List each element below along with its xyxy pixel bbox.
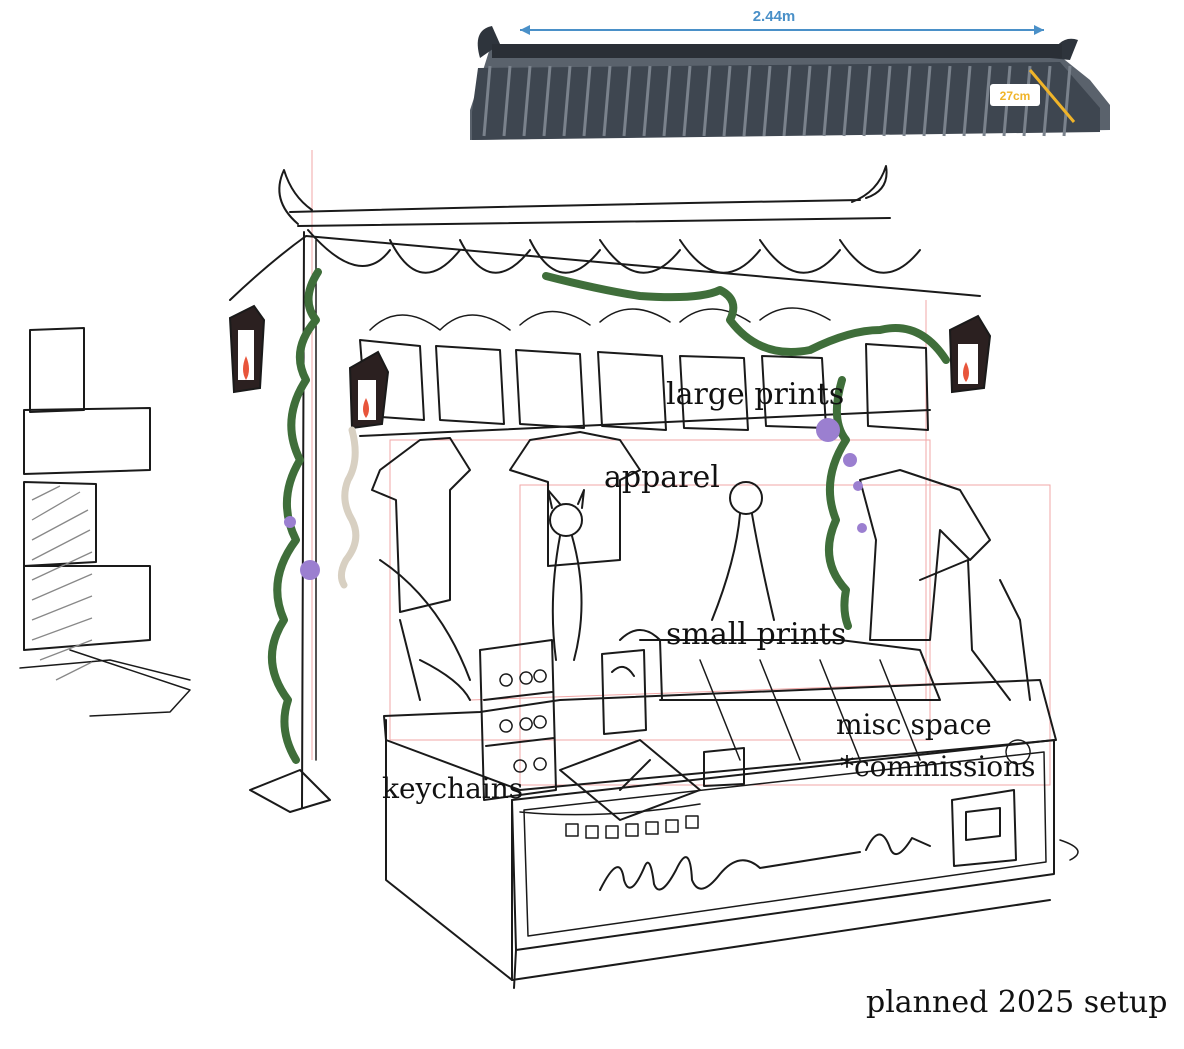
label-large-prints: large prints [666,377,844,412]
roof-tile-photo: 2.44m 27cm [470,8,1110,140]
roof-tile-ridge [742,65,752,137]
roof-right-horn [851,165,888,203]
roof-tile-ridge [862,65,872,137]
neighbor-floor-lines [19,649,191,717]
width-measure-arrow-right [1034,25,1044,35]
right-rack [919,559,1031,701]
left-rack [379,559,471,701]
roof-tile-ridge [982,65,992,137]
roof-tile-ridge [662,65,672,137]
neighbor-shelf-mid [23,407,151,475]
roof-top-edge [289,199,891,227]
print-easel [601,649,647,735]
caption: planned 2025 setup [866,985,1167,1020]
roof-tile-ridge [942,65,952,137]
roof-tile-ridge [642,65,652,137]
width-measure-label: 2.44m [753,8,796,25]
guide-back-panel [389,439,931,741]
label-keychains: keychains [382,772,523,805]
roof-tile-ridge [782,65,792,137]
lantern-left-inner [348,350,390,430]
vine-left [268,268,322,764]
depth-measure-line [1028,69,1076,123]
hanging-chain [337,426,360,589]
small-box [703,747,745,787]
guide-mid-panel [519,484,1051,786]
width-measure-arrow-left [520,25,530,35]
label-misc-space: misc space [836,708,992,741]
keychain-charms [499,669,547,773]
apparel-shirt-left [371,437,471,613]
roof-tile-ridges [482,65,1072,137]
roof-tile-ridge [962,65,972,137]
roof-tile-ridge [602,65,612,137]
small-print-dividers [699,659,921,761]
table-top [383,679,1057,791]
booth-frame [229,165,1031,813]
roof-tile-ridge [802,65,812,137]
banner-logo-box [951,789,1017,867]
neighbor-booth-sketch [19,327,191,717]
roof-tile-ridge [722,65,732,137]
table-front-panel [511,739,1055,951]
roof-front-scallop [307,229,921,274]
display-table [383,639,1079,989]
keychain-rack [479,639,557,801]
roof-tile-ridge [842,65,852,137]
roof-photo-ridge [492,44,1062,58]
left-pole-base [249,769,331,813]
lantern-left-outer [228,304,266,394]
roof-tile-ridge [682,65,692,137]
mannequin-round-head [711,481,775,621]
roof-tile-ridge [542,65,552,137]
roof-tile-ridge [622,65,632,137]
roof-tile-ridge [562,65,572,137]
roof-tile-ridge [702,65,712,137]
table-base [511,899,1051,989]
roof-tile-ridge [502,65,512,137]
roof-tile-ridge [822,65,832,137]
label-apparel: apparel [604,460,720,495]
roof-tile-ridge [882,65,892,137]
apparel-hanger-right [859,469,991,641]
roof-rafter-arches [369,307,831,331]
small-print-shelf [619,629,941,701]
vine-right [825,376,852,630]
lantern-right [948,314,992,394]
neighbor-hatching [31,485,93,681]
roof-tile-ridge [482,65,492,137]
table-corner-ornament [1005,739,1079,861]
table-side-panel [385,719,513,981]
neighbor-shelf-top [29,327,85,413]
label-commissions: *commissions [840,750,1036,783]
table-bunting [519,803,701,839]
vine-top [542,272,950,364]
label-small-prints: small prints [666,617,846,652]
table-front-inner [523,751,1047,937]
roof-left-horn [278,169,313,225]
roof-tile-ridge [522,65,532,137]
back-board-row-top [359,339,929,431]
roof-tile-ridge [1042,65,1052,137]
berries [284,418,867,580]
depth-measure-label: 27cm [1000,89,1031,103]
roof-tile-ridge [582,65,592,137]
roof-tile-ridge [762,65,772,137]
neighbor-shelf-low [23,565,151,651]
apparel-shirt-center [509,431,641,567]
roof-photo-left-horn [477,26,500,58]
open-binder [559,739,701,821]
banner-signature [599,833,931,891]
neighbor-shelf-cabinet [23,481,97,567]
roof-tile-ridge [902,65,912,137]
roof-tile-ridge [922,65,932,137]
roof-lower-eave [229,235,981,301]
mannequin-cat-ear [547,489,585,661]
left-front-pole [301,231,305,809]
depth-measure-badge [990,84,1040,106]
roof-tile-ridge [1062,65,1072,137]
